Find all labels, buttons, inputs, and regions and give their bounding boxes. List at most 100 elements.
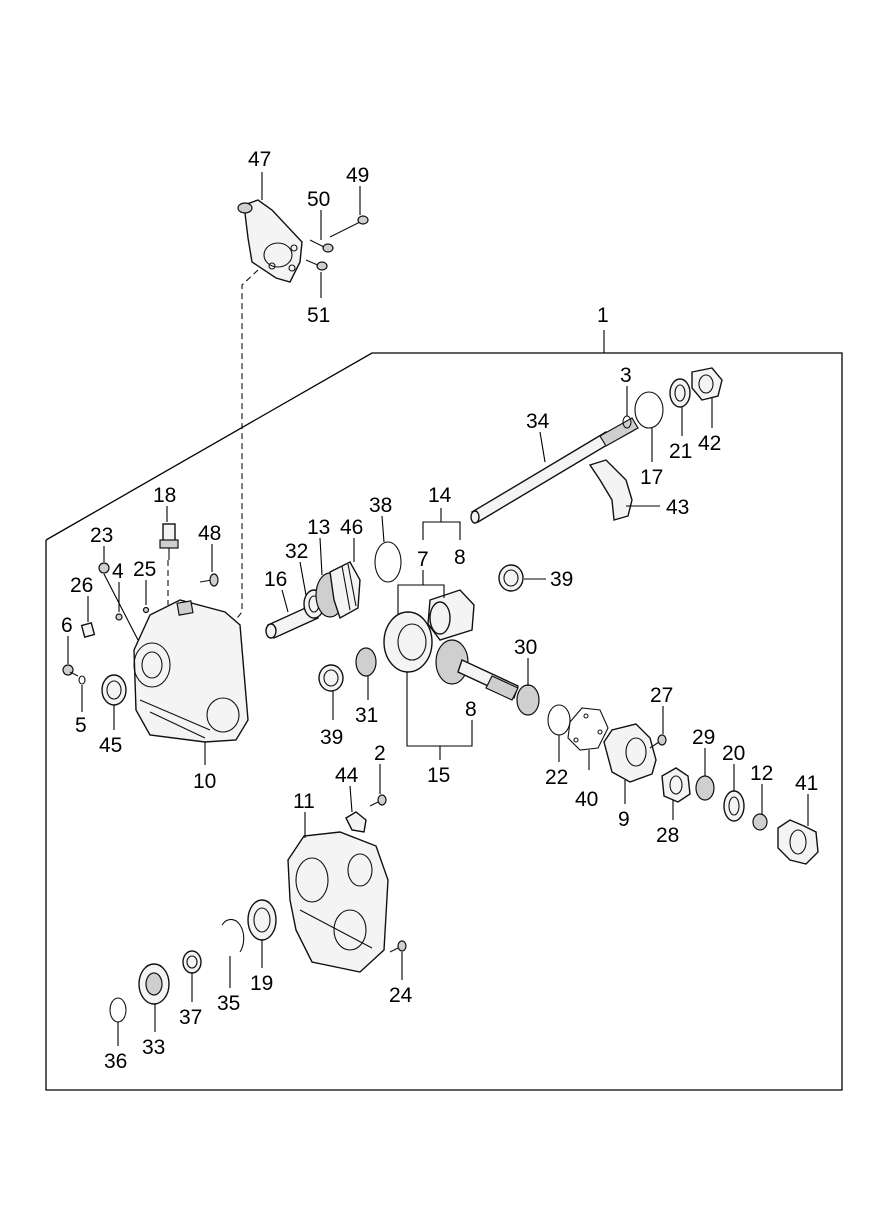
label-8-upper: 8 bbox=[454, 546, 466, 569]
label-13: 13 bbox=[307, 516, 330, 539]
leader-44 bbox=[349, 785, 353, 813]
label-19: 19 bbox=[250, 972, 273, 995]
label-38: 38 bbox=[369, 494, 392, 517]
part-12-nut[interactable] bbox=[752, 813, 768, 831]
label-47: 47 bbox=[248, 148, 271, 171]
part-10-front-case[interactable] bbox=[133, 599, 249, 743]
part-8-pinion-shaft[interactable] bbox=[435, 639, 519, 701]
part-19-seal[interactable] bbox=[247, 899, 277, 941]
part-27-bolt[interactable] bbox=[649, 734, 667, 749]
part-36-snap-ring[interactable] bbox=[109, 997, 127, 1023]
label-21: 21 bbox=[669, 440, 692, 463]
bracket-15 bbox=[406, 672, 473, 747]
part-16-output-shaft[interactable] bbox=[265, 604, 319, 639]
part-45-seal[interactable] bbox=[101, 674, 127, 706]
part-20-seal[interactable] bbox=[723, 790, 745, 822]
part-49-bolt[interactable] bbox=[329, 215, 369, 238]
part-35-snap-ring[interactable] bbox=[221, 918, 245, 953]
assembly-frame bbox=[45, 352, 843, 1091]
label-51: 51 bbox=[307, 304, 330, 327]
part-51-bolt[interactable] bbox=[305, 259, 328, 271]
part-29-bearing[interactable] bbox=[695, 775, 715, 801]
label-20: 20 bbox=[722, 742, 745, 765]
bracket-link-dashed bbox=[233, 269, 259, 623]
part-25-pin[interactable] bbox=[142, 606, 150, 614]
part-7-drive-gear[interactable] bbox=[427, 589, 475, 641]
part-31-bearing[interactable] bbox=[355, 647, 377, 677]
label-31: 31 bbox=[355, 704, 378, 727]
part-23-plug[interactable] bbox=[98, 562, 110, 574]
part-4-pin[interactable] bbox=[115, 613, 123, 621]
part-30-bearing[interactable] bbox=[516, 684, 540, 716]
part-28-boot[interactable] bbox=[661, 767, 691, 803]
leader-38 bbox=[381, 515, 385, 543]
label-48: 48 bbox=[198, 522, 221, 545]
label-43: 43 bbox=[666, 496, 689, 519]
part-11-rear-case[interactable] bbox=[287, 831, 389, 973]
label-4: 4 bbox=[112, 560, 124, 583]
part-33-ball-bearing[interactable] bbox=[138, 963, 170, 1005]
part-37-spacer[interactable] bbox=[182, 950, 202, 974]
label-25: 25 bbox=[133, 558, 156, 581]
part-15-driven-gear[interactable] bbox=[383, 611, 433, 673]
part-46-gear[interactable] bbox=[329, 561, 361, 620]
part-6-bolt[interactable] bbox=[62, 664, 79, 677]
label-42: 42 bbox=[698, 432, 721, 455]
leader-13 bbox=[319, 537, 323, 576]
label-45: 45 bbox=[99, 734, 122, 757]
label-35: 35 bbox=[217, 992, 240, 1015]
label-30: 30 bbox=[514, 636, 537, 659]
label-7: 7 bbox=[417, 548, 429, 571]
part-42-flange-nut[interactable] bbox=[691, 367, 723, 401]
label-2: 2 bbox=[374, 742, 386, 765]
label-12: 12 bbox=[750, 762, 773, 785]
part-47-bracket[interactable] bbox=[237, 199, 303, 283]
label-22: 22 bbox=[545, 766, 568, 789]
part-9-rear-cover[interactable] bbox=[603, 723, 657, 783]
part-26-plug[interactable] bbox=[80, 622, 96, 638]
label-1: 1 bbox=[597, 304, 609, 327]
part-50-bolt[interactable] bbox=[309, 239, 334, 253]
leader-32 bbox=[299, 561, 307, 596]
label-46: 46 bbox=[340, 516, 363, 539]
part-22-shim[interactable] bbox=[547, 704, 571, 736]
label-5: 5 bbox=[75, 714, 87, 737]
label-29: 29 bbox=[692, 726, 715, 749]
part-34-main-shaft[interactable] bbox=[470, 417, 639, 524]
label-17: 17 bbox=[640, 466, 663, 489]
label-15: 15 bbox=[427, 764, 450, 787]
part-39-bearing-cup-lower[interactable] bbox=[318, 664, 344, 692]
label-18: 18 bbox=[153, 484, 176, 507]
part-5-washer[interactable] bbox=[78, 675, 86, 685]
label-6: 6 bbox=[61, 614, 73, 637]
label-26: 26 bbox=[70, 574, 93, 597]
label-32: 32 bbox=[285, 540, 308, 563]
part-43-guide[interactable] bbox=[588, 459, 633, 521]
part-39-bearing-cup-upper[interactable] bbox=[498, 564, 524, 592]
label-9: 9 bbox=[618, 808, 630, 831]
label-24: 24 bbox=[389, 984, 413, 1007]
part-41-flange[interactable] bbox=[777, 819, 819, 865]
label-50: 50 bbox=[307, 188, 330, 211]
leader-23-to-case bbox=[103, 573, 139, 641]
label-27: 27 bbox=[650, 684, 673, 707]
label-3: 3 bbox=[620, 364, 632, 387]
part-18-sensor[interactable] bbox=[159, 523, 179, 560]
part-24-bolt[interactable] bbox=[389, 940, 407, 953]
label-28: 28 bbox=[656, 824, 679, 847]
label-49: 49 bbox=[346, 164, 369, 187]
part-17-oring[interactable] bbox=[634, 391, 664, 429]
part-48-bolt[interactable] bbox=[199, 573, 219, 587]
part-38-oring[interactable] bbox=[374, 541, 402, 583]
part-44-clip[interactable] bbox=[345, 811, 367, 833]
label-39-upper: 39 bbox=[550, 568, 573, 591]
leader-34 bbox=[539, 431, 546, 463]
label-14: 14 bbox=[428, 484, 452, 507]
label-39-lower: 39 bbox=[320, 726, 343, 749]
part-2-bolt[interactable] bbox=[369, 794, 387, 807]
label-11: 11 bbox=[293, 790, 315, 813]
leader-16 bbox=[281, 589, 289, 613]
part-40-gasket[interactable] bbox=[567, 707, 609, 751]
part-21-seal[interactable] bbox=[669, 378, 691, 408]
